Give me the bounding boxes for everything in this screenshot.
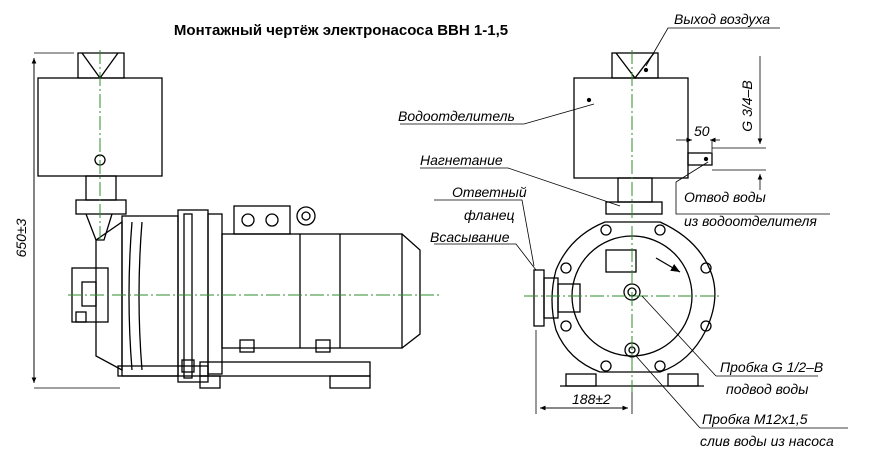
label-water-drain-2: из водоотделителя — [684, 213, 817, 229]
label-discharge: Нагнетание — [420, 152, 503, 168]
side-view — [31, 52, 421, 389]
dim-width-188: 188±2 — [572, 391, 611, 407]
label-mating-flange-1: Ответный — [452, 184, 527, 200]
dim-offset-50: 50 — [694, 123, 710, 139]
label-suction: Всасывание — [430, 229, 510, 245]
dimensions-right — [535, 56, 766, 414]
leaders — [400, 27, 848, 429]
label-mating-flange-2: фланец — [464, 207, 515, 223]
label-water-separator: Водоотделитель — [398, 108, 515, 124]
dim-thread: G 3/4–В — [739, 80, 755, 131]
label-water-drain-1: Отвод воды — [684, 189, 766, 205]
label-plug-m-1: Пробка М12х1,5 — [702, 411, 808, 427]
label-plug-g-1: Пробка G 1/2–В — [720, 359, 823, 375]
water-separator-right — [573, 77, 689, 179]
drawing-title: Монтажный чертёж электронасоса ВВН 1-1,5 — [173, 22, 509, 39]
label-plug-g-2: подвод воды — [726, 381, 809, 397]
label-air-outlet: Выход воздуха — [674, 11, 770, 27]
dim-height: 650±3 — [13, 218, 29, 257]
label-plug-m-2: слив воды из насоса — [700, 433, 834, 449]
